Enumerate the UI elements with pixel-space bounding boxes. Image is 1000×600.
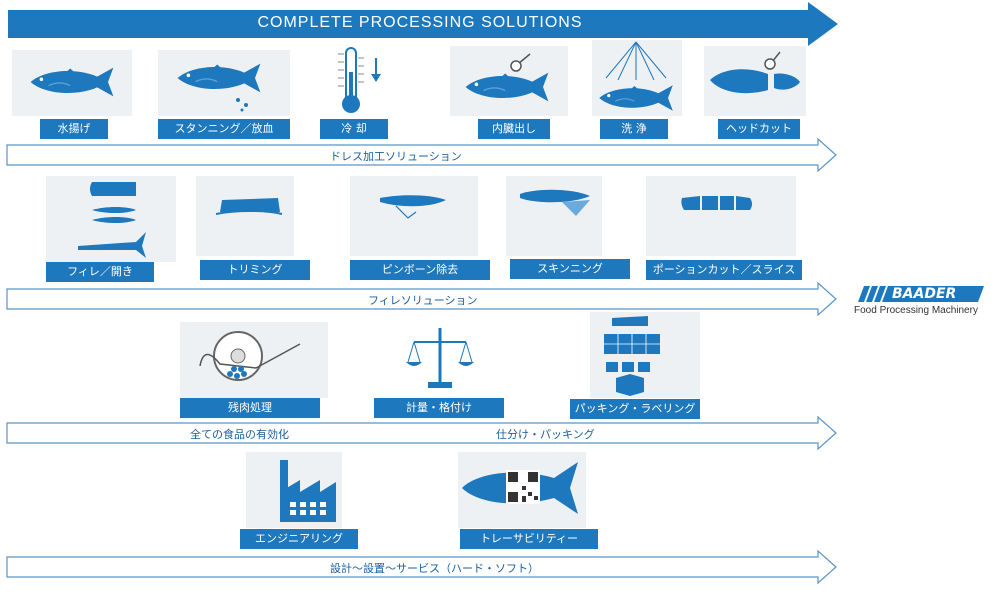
- step-engineering: エンジニアリング: [240, 529, 358, 549]
- qr-fish-icon: [462, 462, 578, 514]
- tile-meat-recovery: [180, 322, 328, 398]
- step-portion: ポーションカット／スライス: [646, 260, 802, 280]
- skinning-icon: [520, 189, 590, 216]
- baader-logo-mark: [858, 286, 984, 302]
- band-arrow-valorisation: [6, 416, 838, 450]
- pinbone-icon: [380, 195, 446, 219]
- fillet-icon: [78, 182, 146, 258]
- gutting-fish-icon: [464, 53, 550, 103]
- band-fillet-label: フィレソリューション: [368, 294, 478, 307]
- washing-fish-icon: [598, 41, 674, 112]
- baader-logo: BAADER Food Processing Machinery: [852, 284, 996, 320]
- header-title: COMPLETE PROCESSING SOLUTIONS: [257, 14, 583, 31]
- tile-pinbone: [350, 176, 478, 256]
- step-pinbone: ピンボーン除去: [350, 260, 490, 280]
- fish-bleeding-icon: [176, 62, 262, 112]
- balance-scale-icon: [402, 324, 478, 398]
- step-stunning: スタンニング／放血: [158, 119, 290, 139]
- tile-landing: [12, 50, 132, 116]
- step-traceability: トレーサビリティー: [460, 529, 598, 549]
- tile-headcut: [704, 46, 806, 116]
- tile-stunning: [158, 50, 290, 116]
- factory-icon: [280, 460, 336, 522]
- band-arrow-service: [6, 550, 838, 584]
- fish-icon: [27, 64, 117, 100]
- step-weighing: 計量・格付け: [374, 398, 504, 418]
- header-arrow: [8, 2, 838, 46]
- step-skinning: スキンニング: [510, 259, 630, 279]
- step-chilling: 冷 却: [320, 119, 388, 139]
- tile-trimming: [196, 176, 294, 256]
- tile-fillet: [46, 176, 176, 262]
- step-headcut: ヘッドカット: [718, 119, 800, 139]
- thermometer-icon: [330, 42, 390, 118]
- step-fillet: フィレ／開き: [46, 262, 154, 282]
- step-meat-recovery: 残肉処理: [180, 398, 320, 418]
- band-valorisation-label: 全ての食品の有効化: [190, 428, 289, 441]
- tile-washing: [592, 40, 682, 116]
- packing-boxes-icon: [604, 316, 660, 396]
- step-packing: パッキング・ラベリング: [570, 399, 700, 419]
- band-service-label: 設計～設置～サービス（ハード・ソフト）: [330, 562, 539, 575]
- tile-traceability: [458, 452, 586, 528]
- baader-logo-tagline: Food Processing Machinery: [854, 305, 978, 316]
- trimming-icon: [215, 198, 283, 215]
- portion-icon: [681, 196, 752, 210]
- band-arrow-dressing: [6, 138, 838, 172]
- step-trimming: トリミング: [200, 260, 310, 280]
- band-arrow-fillet: [6, 282, 838, 316]
- head-cut-fish-icon: [710, 51, 800, 94]
- band-sorting-label: 仕分け・パッキング: [496, 428, 595, 441]
- tile-gutting: [450, 46, 568, 116]
- meat-recovery-icon: [199, 331, 301, 381]
- tile-packing: [590, 312, 700, 398]
- tile-skinning: [506, 176, 602, 256]
- step-washing: 洗 浄: [600, 119, 668, 139]
- step-landing: 水揚げ: [40, 119, 108, 139]
- tile-engineering: [246, 452, 342, 528]
- tile-portion: [646, 176, 796, 256]
- baader-logo-name: BAADER: [892, 286, 957, 302]
- band-dressing-label: ドレス加工ソリューション: [330, 150, 462, 163]
- step-gutting: 内臓出し: [478, 119, 550, 139]
